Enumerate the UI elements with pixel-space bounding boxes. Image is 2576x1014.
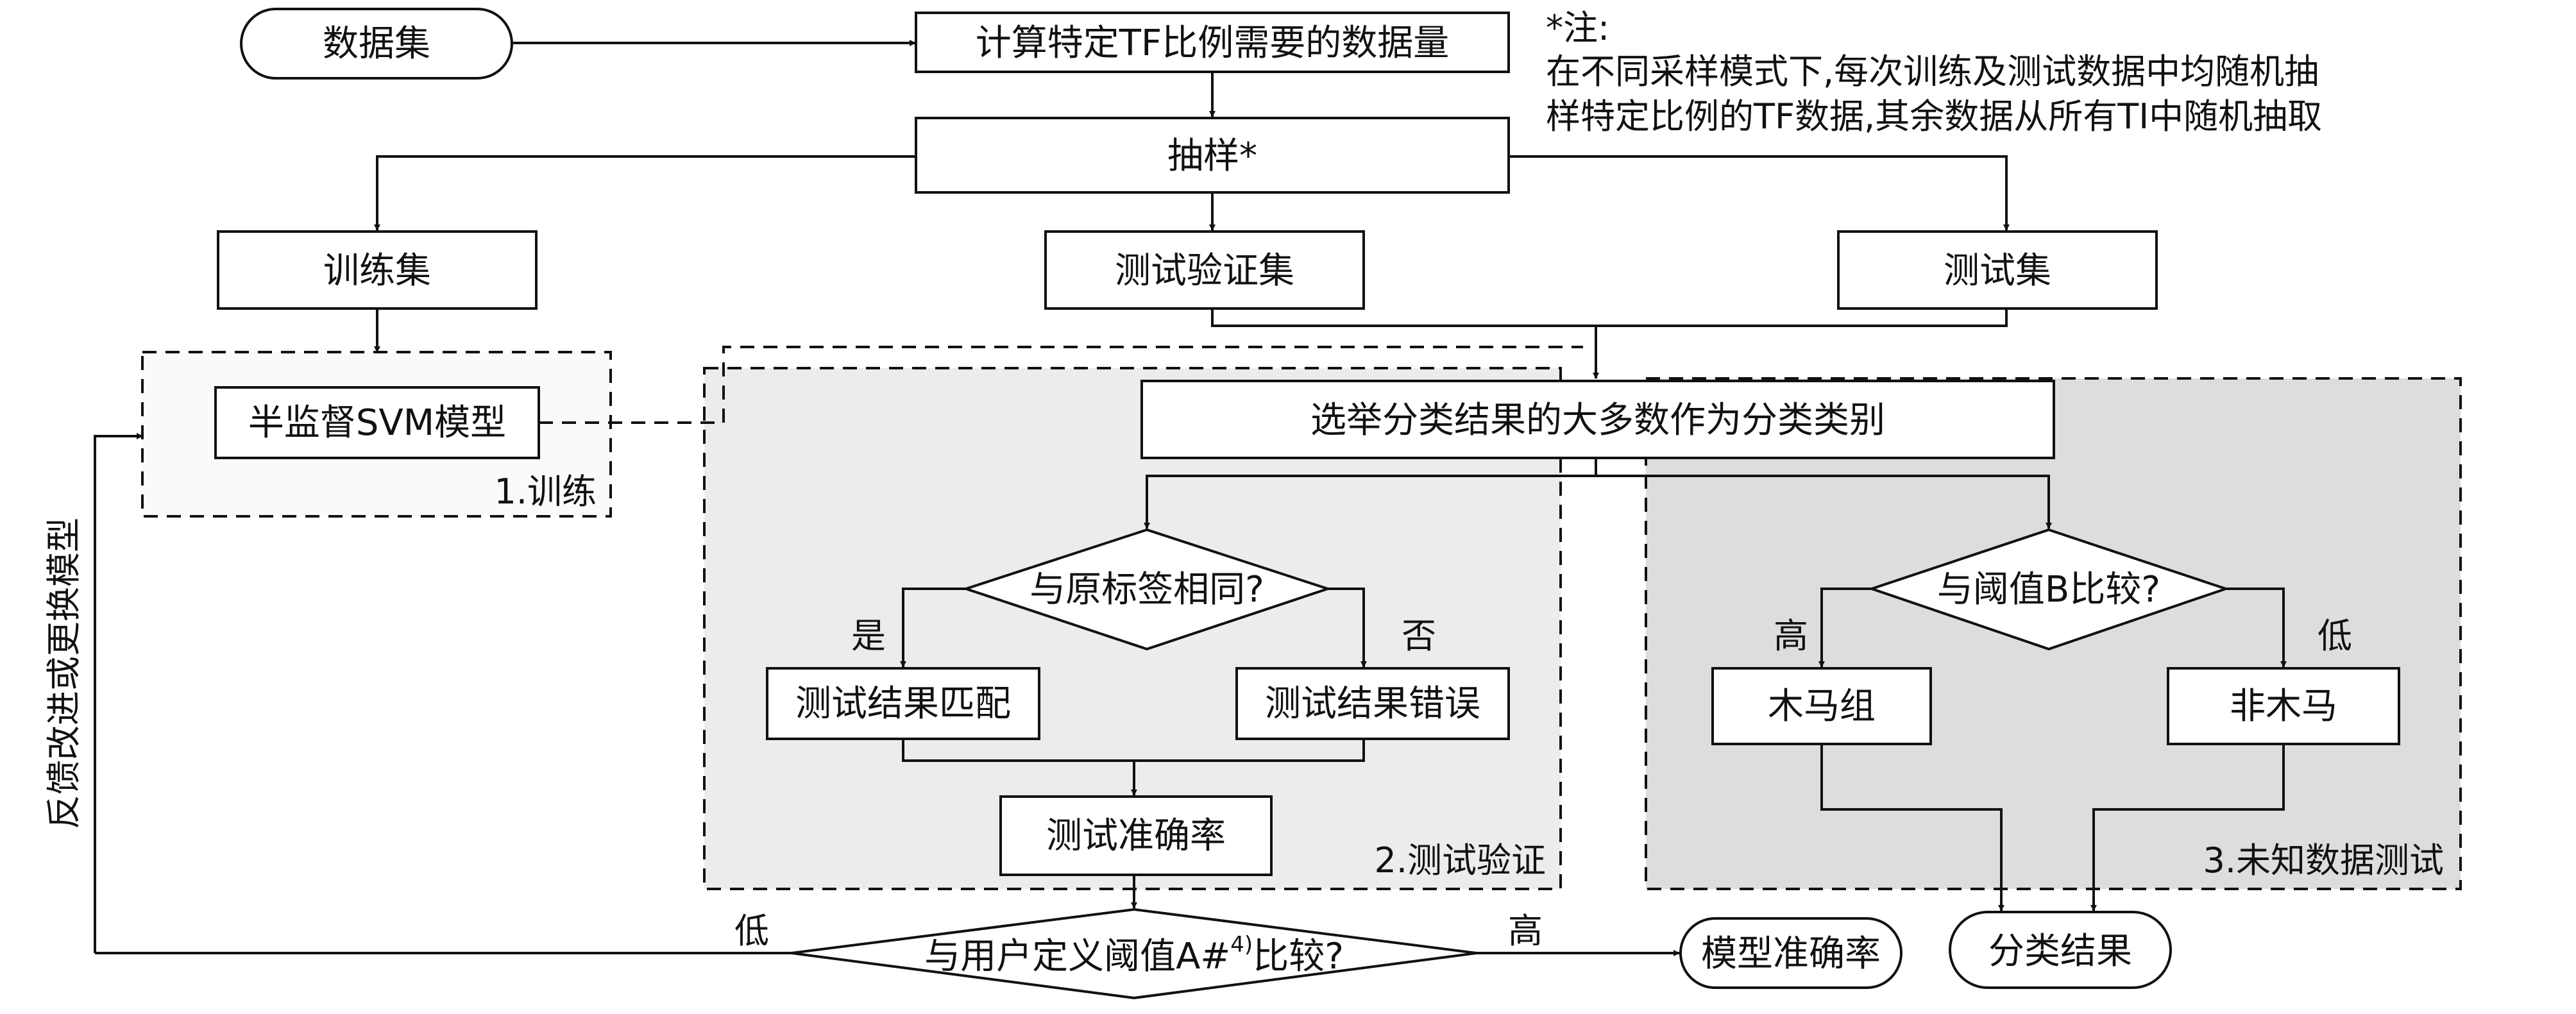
note-line1: 在不同采样模式下,每次训练及测试数据中均随机抽 [1546, 51, 2319, 92]
node-model-accuracy [1679, 917, 1902, 989]
node-error [1235, 667, 1510, 740]
threshold-a-sup: 4) [1230, 932, 1253, 958]
threshold-a-suffix: 比较? [1253, 936, 1344, 977]
node-class-result [1949, 911, 2172, 989]
node-threshold-b-text: 与阈值B比较? [1937, 569, 2160, 611]
node-trojan [1711, 667, 1932, 745]
label-yes: 是 [851, 616, 886, 656]
label-no: 否 [1402, 616, 1436, 656]
threshold-a-prefix: 与用户定义阈值A# [924, 936, 1230, 977]
node-sampling [915, 117, 1510, 194]
note-line2: 样特定比例的TF数据,其余数据从所有TI中随机抽取 [1546, 96, 2322, 137]
edge-thresholdb-high [1818, 587, 1874, 668]
region-train-label: 1.训练 [494, 471, 597, 512]
edge-vote-branch-right [1596, 475, 2052, 529]
node-match-text: 测试结果匹配 [795, 683, 1011, 725]
node-sampling-text: 抽样* [1167, 135, 1257, 177]
edge-val-test-join [1211, 308, 2008, 327]
label-high-a: 高 [1508, 911, 1543, 951]
node-same-label [962, 528, 1332, 651]
node-test-set-text: 测试集 [1944, 250, 2051, 292]
label-feedback: 反馈改进或更换模型 [44, 518, 84, 829]
node-model-accuracy-text: 模型准确率 [1701, 933, 1881, 975]
node-calc-text: 计算特定TF比例需要的数据量 [976, 22, 1449, 64]
edge-same-no [1326, 587, 1367, 668]
node-train-set [217, 230, 538, 310]
edge-trojan-result [1820, 744, 2004, 911]
label-high-b: 高 [1774, 616, 1808, 656]
edge-vote-branch [1144, 458, 1597, 529]
node-non-trojan [2167, 667, 2400, 745]
node-non-trojan-text: 非木马 [2230, 686, 2337, 727]
node-vote [1140, 380, 2055, 459]
node-match [766, 667, 1040, 740]
node-trojan-text: 木马组 [1768, 686, 1876, 727]
node-threshold-a [791, 908, 1477, 1000]
node-test-set [1837, 230, 2158, 310]
edge-non-result [2090, 744, 2285, 911]
edge-thresholdb-low [2224, 587, 2287, 668]
node-vote-text: 选举分类结果的大多数作为分类类别 [1310, 400, 1885, 441]
node-val-set-text: 测试验证集 [1115, 250, 1294, 292]
node-val-set [1044, 230, 1365, 310]
node-accuracy [999, 795, 1273, 876]
region-validate-label: 2.测试验证 [1374, 840, 1546, 881]
node-class-result-text: 分类结果 [1988, 931, 2132, 972]
node-svm [214, 386, 540, 459]
node-threshold-b [1867, 528, 2230, 651]
note-title: *注: [1546, 8, 1609, 48]
region-unknown-label: 3.未知数据测试 [2203, 840, 2444, 881]
node-threshold-a-text: 与用户定义阈值A#4)比较? [924, 932, 1344, 977]
label-low-b: 低 [2318, 616, 2352, 656]
edge-sampling-train [374, 155, 916, 231]
node-train-set-text: 训练集 [323, 250, 431, 292]
edge-sampling-test [1509, 155, 2010, 231]
node-same-label-text: 与原标签相同? [1030, 569, 1264, 611]
label-low-a: 低 [734, 911, 769, 951]
node-accuracy-text: 测试准确率 [1046, 815, 1226, 857]
edge-svm-vote-dashed [539, 346, 1583, 424]
edge-same-yes [900, 587, 967, 668]
edge-feedback-svm [94, 433, 143, 953]
node-error-text: 测试结果错误 [1265, 683, 1480, 725]
node-dataset-text: 数据集 [323, 23, 430, 65]
node-calc [915, 12, 1510, 73]
node-svm-text: 半监督SVM模型 [248, 402, 506, 444]
node-dataset [240, 8, 513, 80]
